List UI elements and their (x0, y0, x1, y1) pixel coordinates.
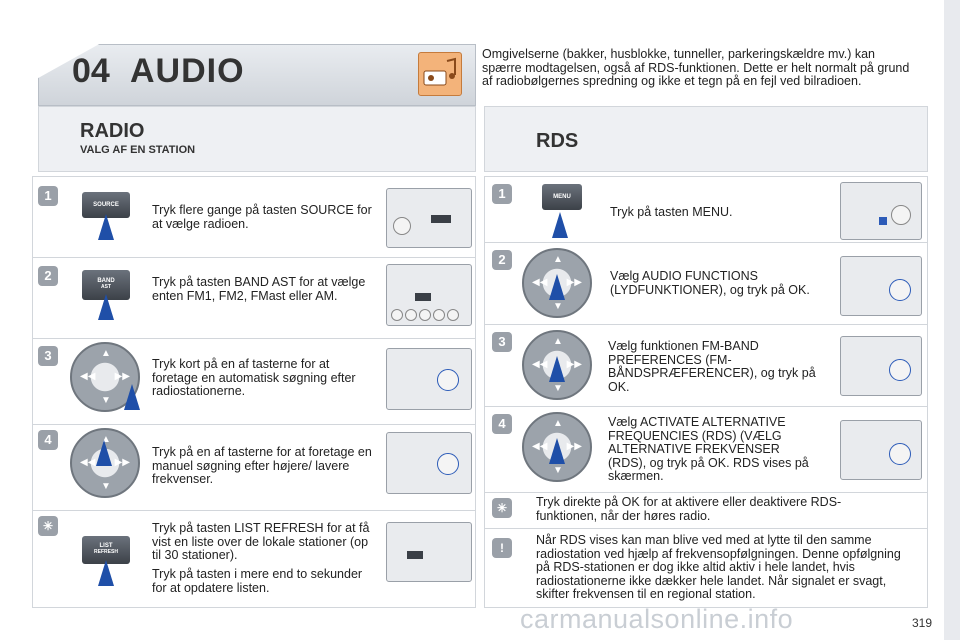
audio-music-icon (418, 52, 462, 96)
radio-unit-image (840, 420, 922, 480)
list-label: LIST (99, 543, 113, 549)
direction-pad-icon: ◀◀▶▶▲▼ (70, 428, 140, 498)
page-number: 319 (912, 616, 933, 630)
radio-unit-image (840, 256, 922, 316)
step-number: 4 (38, 430, 58, 450)
chapter-header (38, 44, 476, 106)
watermark: carmanualsonline.info (520, 604, 794, 634)
step-text: Tryk kort på en af tasterne for at foret… (152, 357, 356, 398)
page-edge-strip (944, 0, 960, 640)
tip-text: Tryk direkte på OK for at aktivere eller… (536, 495, 842, 523)
chapter-title: AUDIO (130, 52, 245, 90)
radio-unit-image (386, 348, 472, 410)
lamp-icon: ✳ (492, 498, 512, 518)
tip-text-2: Tryk på tasten i mere end to sekunder fo… (152, 567, 363, 595)
press-arrow-icon (98, 214, 114, 240)
rds-title: RDS (536, 130, 579, 152)
ast-label: AST (101, 284, 111, 290)
press-arrow-icon (98, 294, 114, 320)
step-text: Tryk på tasten BAND AST for at vælge ent… (152, 275, 366, 303)
step-text: Vælg ACTIVATE ALTERNATIVE FREQUENCIES (R… (608, 415, 809, 483)
radio-unit-image (386, 188, 472, 248)
step-text: Tryk flere gange på tasten SOURCE for at… (152, 203, 372, 231)
menu-button-image: MENU (542, 184, 582, 210)
radio-unit-image (386, 432, 472, 494)
radio-title: RADIO (80, 120, 145, 142)
step-text: Tryk på tasten MENU. (610, 205, 733, 219)
step-number: 3 (492, 332, 512, 352)
lamp-icon: ✳ (38, 516, 58, 536)
exclamation-icon: ! (492, 538, 512, 558)
radio-section-header (38, 106, 476, 172)
source-button-image: SOURCE (82, 192, 130, 218)
press-arrow-icon (98, 560, 114, 586)
refresh-label: REFRESH (94, 549, 118, 555)
intro-text: Omgivelserne (bakker, husblokke, tunnell… (482, 47, 910, 88)
rds-section-header (484, 106, 928, 172)
press-arrow-icon (549, 356, 565, 382)
press-arrow-icon (552, 212, 568, 238)
step-number: 3 (38, 346, 58, 366)
band-label: BAND (97, 278, 115, 284)
rds-warning (484, 528, 928, 608)
step-text: Tryk på en af tasterne for at foretage e… (152, 445, 372, 486)
tip-text-1: Tryk på tasten LIST REFRESH for at få vi… (152, 521, 370, 562)
step-text: Vælg funktionen FM-BAND PREFERENCES (FM-… (608, 339, 816, 394)
radio-unit-image (386, 522, 472, 582)
step-text: Vælg AUDIO FUNCTIONS (LYDFUNKTIONER), og… (610, 269, 810, 297)
step-number: 1 (38, 186, 58, 206)
press-arrow-icon (549, 274, 565, 300)
step-number: 2 (38, 266, 58, 286)
press-arrow-icon (549, 438, 565, 464)
press-arrow-icon (124, 384, 140, 410)
radio-subtitle: VALG AF EN STATION (80, 144, 196, 156)
step-number: 1 (492, 184, 512, 204)
step-number: 4 (492, 414, 512, 434)
chapter-number: 04 (72, 52, 110, 90)
press-arrow-icon (96, 440, 112, 466)
warning-text: Når RDS vises kan man blive ved med at l… (536, 533, 901, 601)
radio-unit-image (840, 182, 922, 240)
radio-unit-image (840, 336, 922, 396)
radio-unit-image (386, 264, 472, 326)
step-number: 2 (492, 250, 512, 270)
